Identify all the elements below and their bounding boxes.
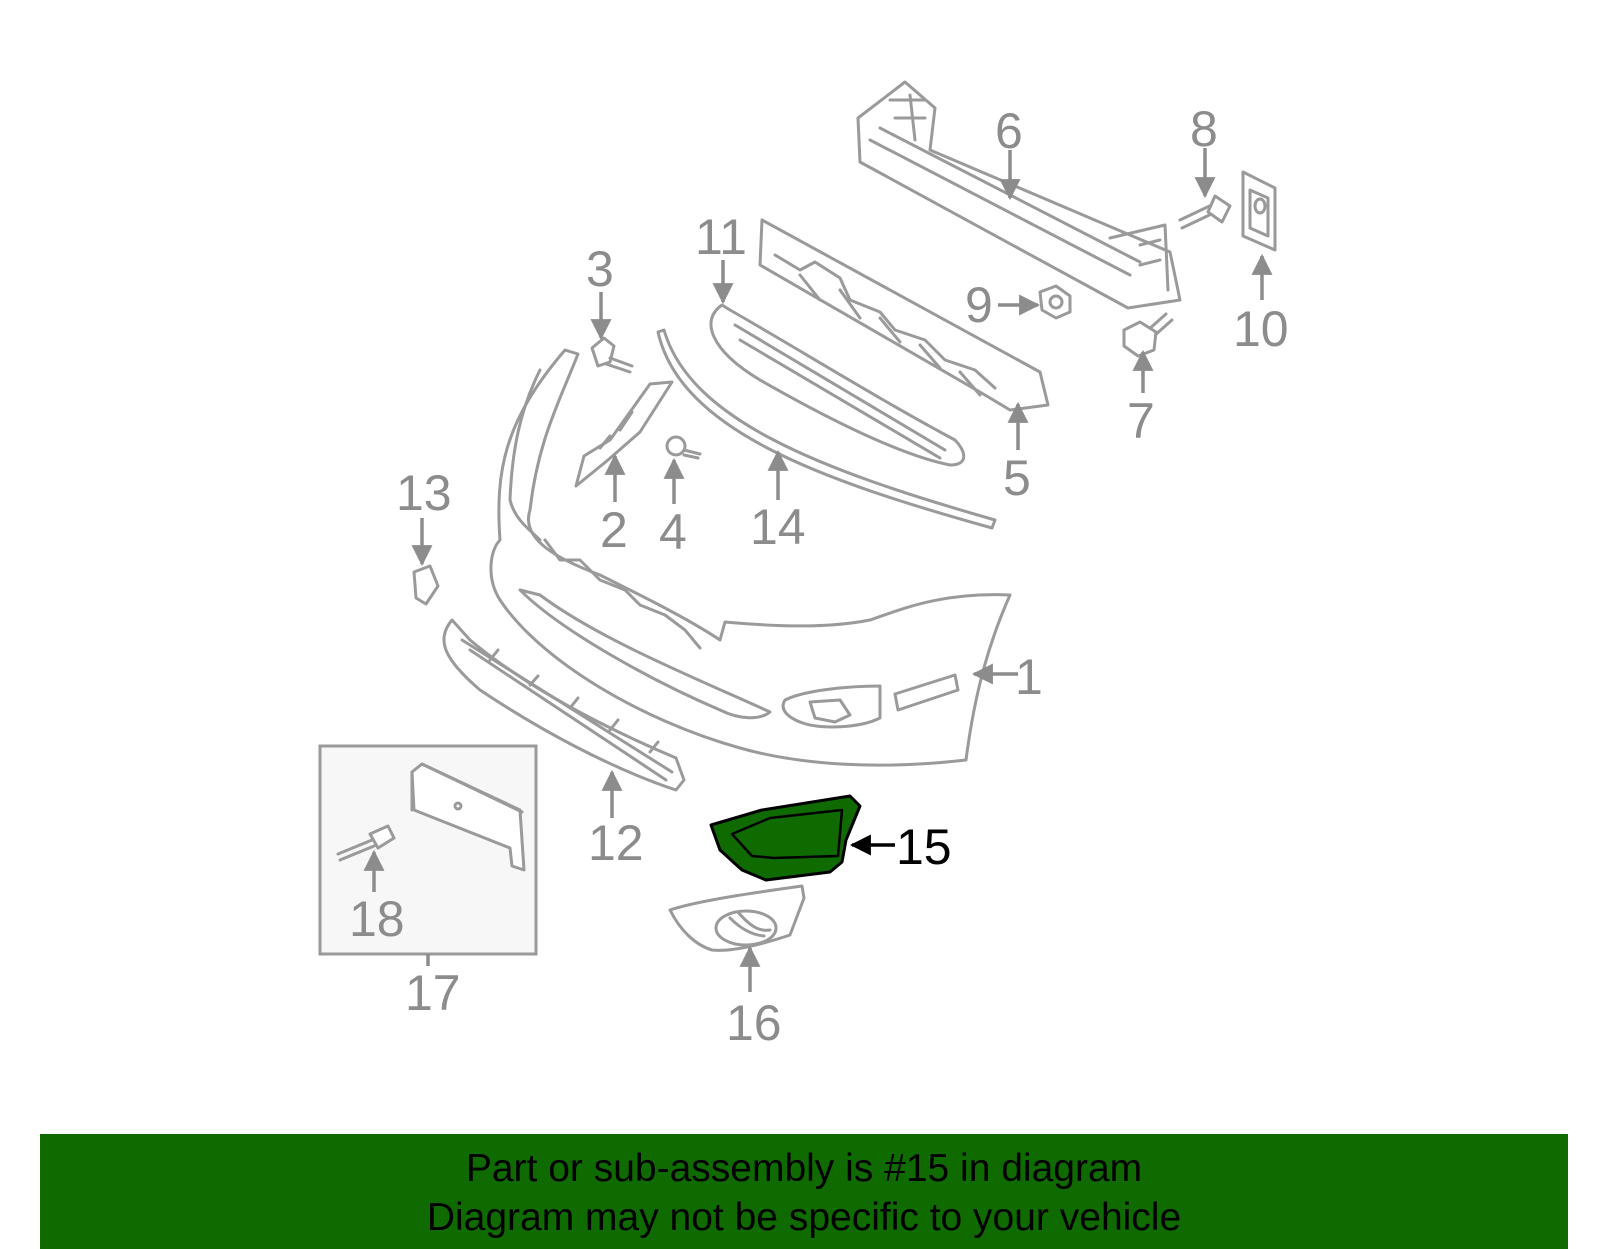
callout-13: 13 [396, 465, 452, 521]
leader-lines [363, 148, 1273, 992]
callout-8: 8 [1190, 101, 1218, 157]
callout-15: 15 [896, 819, 952, 875]
part-8-bolt [1178, 194, 1232, 230]
callout-labels: 1 2 3 4 5 6 7 8 9 10 11 12 13 14 15 16 1… [349, 101, 1289, 1051]
part-17-inset-box [318, 744, 538, 956]
info-banner: Part or sub-assembly is #15 in diagram D… [40, 1134, 1568, 1249]
part-7-bolt [1122, 312, 1174, 358]
callout-3: 3 [586, 241, 614, 297]
callout-18: 18 [349, 891, 405, 947]
callout-6: 6 [995, 103, 1023, 159]
part-12-lower-molding [442, 618, 686, 792]
part-4-screw [665, 435, 702, 460]
callout-12: 12 [588, 815, 644, 871]
callout-14: 14 [750, 499, 806, 555]
callout-4: 4 [659, 504, 687, 560]
callout-7: 7 [1127, 393, 1155, 449]
callout-10: 10 [1233, 301, 1289, 357]
callout-16: 16 [726, 995, 782, 1051]
callout-17: 17 [405, 965, 461, 1021]
part-14-molding-strip [656, 328, 997, 530]
part-13-clip [412, 564, 440, 606]
parts-diagram: 1 2 3 4 5 6 7 8 9 10 11 12 13 14 15 16 1… [318, 80, 1289, 1051]
part-9-nut [1038, 284, 1072, 320]
banner-line-2: Diagram may not be specific to your vehi… [426, 1196, 1182, 1239]
part-3-bolt [590, 336, 634, 374]
callout-1: 1 [1015, 649, 1043, 705]
callout-9: 9 [965, 277, 993, 333]
part-5-grille-bar [709, 303, 966, 467]
callout-5: 5 [1003, 450, 1031, 506]
callout-2: 2 [600, 502, 628, 558]
part-15-fog-lamp-bezel [709, 794, 862, 882]
part-16-fog-lamp [668, 884, 806, 952]
part-1-bumper-cover [489, 348, 1012, 767]
banner-line-1: Part or sub-assembly is #15 in diagram [465, 1147, 1143, 1190]
part-2-bracket [574, 380, 674, 488]
callout-11: 11 [695, 209, 747, 265]
part-10-plate [1241, 170, 1277, 252]
